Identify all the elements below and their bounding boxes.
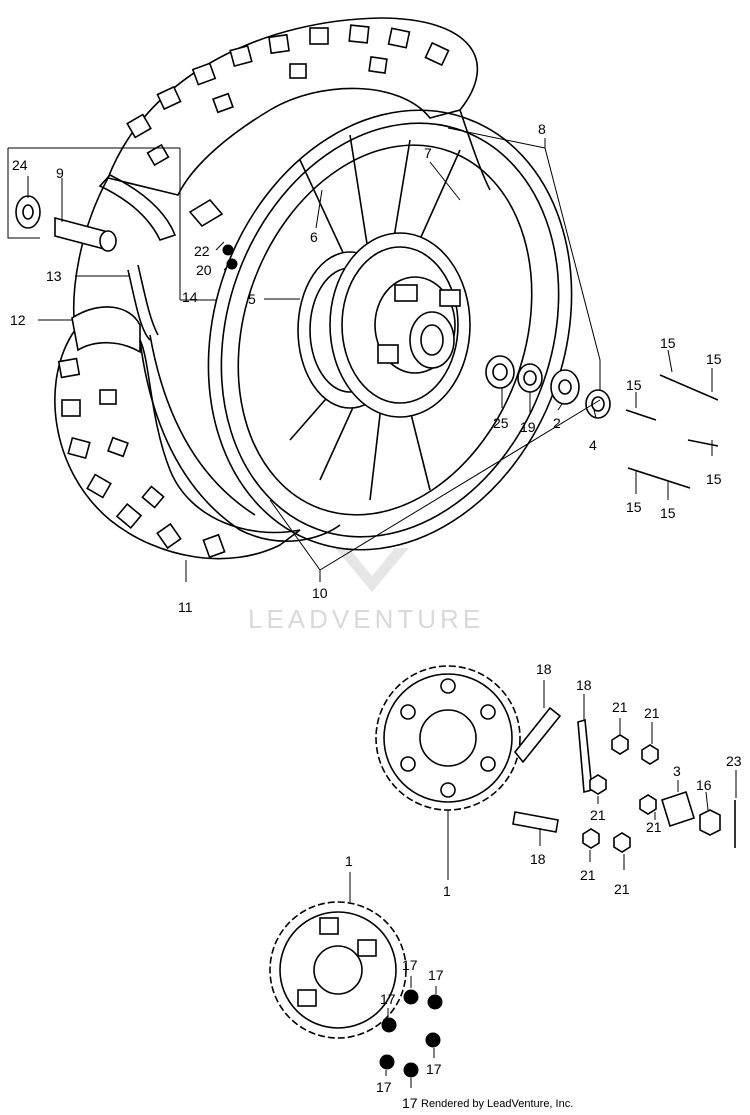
callout-18b: 18 [576, 677, 592, 693]
callout-8: 8 [538, 121, 546, 137]
distance-collar-9 [54, 216, 117, 252]
callout-21b: 21 [644, 705, 660, 721]
callout-21c: 21 [590, 807, 606, 823]
callout-17a: 17 [402, 957, 418, 973]
callout-25: 25 [493, 415, 509, 431]
collar-2 [550, 369, 580, 405]
callout-17e: 17 [376, 1079, 392, 1095]
callout-9: 9 [56, 165, 64, 181]
callout-21f: 21 [614, 881, 630, 897]
callout-13: 13 [46, 268, 62, 284]
watermark-logo: LEADVENTURE [248, 548, 484, 634]
sprocket-nuts-21 [582, 734, 659, 853]
callout-6: 6 [310, 229, 318, 245]
hub-nut-3 [661, 790, 695, 828]
callout-3: 3 [673, 763, 681, 779]
callout-15f: 15 [660, 505, 676, 521]
lock-plates-18 [512, 706, 593, 833]
callout-4: 4 [589, 437, 597, 453]
driven-sprocket-lower [269, 901, 407, 1039]
callout-11: 11 [178, 599, 193, 615]
callout-21d: 21 [646, 819, 662, 835]
nut-16 [699, 809, 721, 836]
hub-studs [625, 374, 719, 489]
watermark-text: LEADVENTURE [248, 604, 484, 634]
callout-15e: 15 [626, 499, 642, 515]
callout-15a: 15 [660, 335, 676, 351]
callout-22: 22 [194, 243, 210, 259]
callout-21a: 21 [612, 699, 628, 715]
driven-sprocket-upper [375, 665, 521, 811]
tire [54, 17, 491, 560]
callout-14: 14 [182, 289, 198, 305]
callout-17b: 17 [428, 967, 444, 983]
callout-10: 10 [312, 585, 328, 601]
rim-band [98, 174, 177, 341]
footer-credit: Rendered by LeadVenture, Inc. [421, 1098, 574, 1110]
callout-17c: 17 [380, 991, 396, 1007]
callout-5: 5 [248, 291, 256, 307]
callout-20: 20 [196, 262, 212, 278]
tube [71, 306, 341, 542]
callout-18c: 18 [530, 851, 546, 867]
callout-19: 19 [520, 419, 536, 435]
callout-17f: 17 [402, 1095, 418, 1111]
callout-1b: 1 [345, 853, 353, 869]
callout-2: 2 [553, 415, 561, 431]
callout-17d: 17 [426, 1061, 442, 1077]
oil-seal-19 [517, 363, 543, 393]
callout-23: 23 [726, 753, 742, 769]
callout-24: 24 [12, 157, 28, 173]
callout-7: 7 [424, 145, 432, 161]
callout-18a: 18 [536, 661, 552, 677]
leader-lines [7, 127, 737, 1088]
callout-1a: 1 [443, 883, 451, 899]
callout-16: 16 [696, 777, 712, 793]
callout-15c: 15 [626, 377, 642, 393]
hub-bearing-25 [485, 355, 515, 389]
bearing-24 [15, 195, 41, 229]
callout-12: 12 [10, 312, 26, 328]
callout-15b: 15 [706, 351, 722, 367]
spacer-4 [585, 389, 611, 419]
callout-numbers: 24 9 13 12 14 22 20 6 7 8 5 25 19 2 4 15… [10, 121, 742, 1111]
valve-parts [188, 198, 238, 270]
rear-hub [297, 232, 471, 418]
callout-15d: 15 [706, 471, 722, 487]
callout-21e: 21 [580, 867, 596, 883]
sprocket-nuts-17 [379, 989, 443, 1078]
tire-tread-blocks [57, 24, 450, 559]
